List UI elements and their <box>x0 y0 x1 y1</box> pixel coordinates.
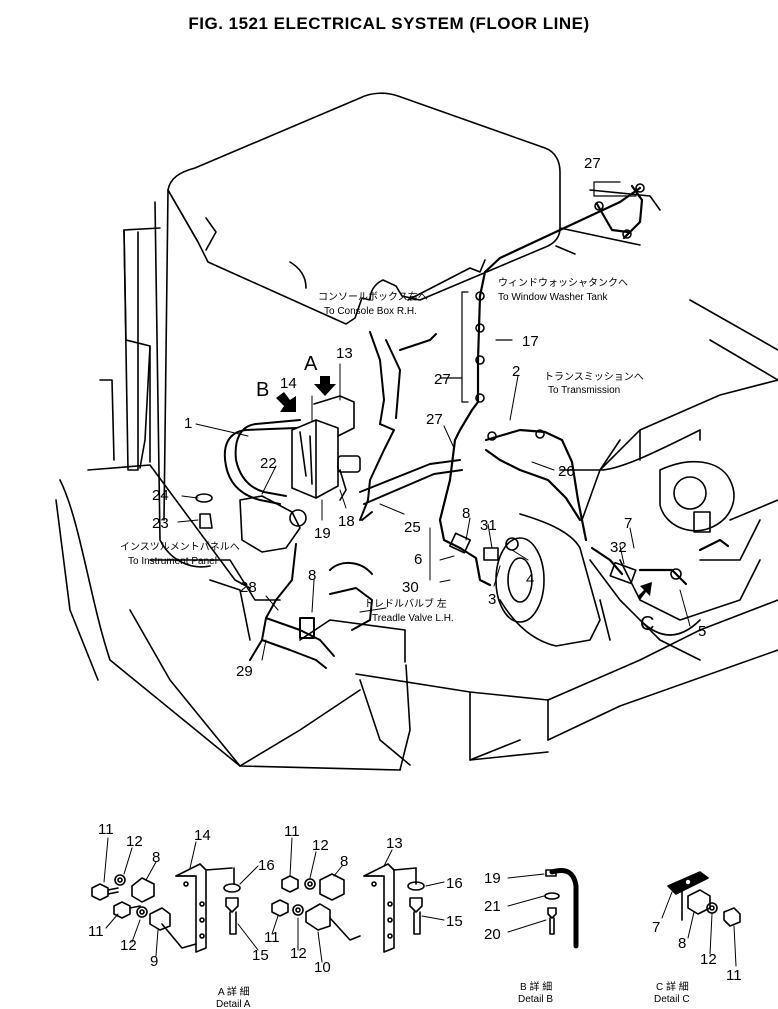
callout-25: 25 <box>404 519 421 536</box>
detail-a-right-16: 16 <box>446 875 463 892</box>
callout-28: 28 <box>240 579 257 596</box>
detail-a-right-13: 13 <box>386 835 403 852</box>
detail-leaders <box>103 837 737 967</box>
callout-18: 18 <box>338 513 355 530</box>
callout-3: 3 <box>488 591 496 608</box>
view-letters: A B C <box>256 353 654 635</box>
detail-a-caption-en: Detail A <box>216 999 251 1009</box>
detail-b-caption-jp: B 詳 細 <box>520 980 552 993</box>
detail-b-caption-en: Detail B <box>518 994 553 1005</box>
detail-c-11: 11 <box>726 967 742 984</box>
detail-b-21: 21 <box>484 898 501 915</box>
leader-lines <box>177 363 691 661</box>
detail-a-left-8: 8 <box>152 849 160 866</box>
trans-en-label: To Transmission <box>548 385 620 396</box>
callout-27-low: 27 <box>426 411 443 428</box>
trans-jp-label: トランスミッションへ <box>544 371 644 383</box>
callout-14: 14 <box>280 375 297 392</box>
callout-6: 6 <box>414 551 422 568</box>
treadle-jp-label: トレドルバルブ 左 <box>364 597 447 610</box>
callout-29: 29 <box>236 663 253 680</box>
harness-25 <box>359 459 463 521</box>
arrow-a-icon <box>314 376 336 396</box>
instr-en-label: To Instrument Panel <box>128 556 217 567</box>
arrow-c-icon <box>638 582 652 600</box>
console-en-label: To Console Box R.H. <box>324 306 417 317</box>
detail-a-right-11-bottom: 11 <box>264 929 280 946</box>
detail-a-left-11-bottom: 11 <box>88 923 104 940</box>
arrow-b-icon <box>276 392 296 412</box>
detail-a-left-11-top: 11 <box>98 821 114 838</box>
detail-captions: A 詳 細 Detail A B 詳 細 Detail B C 詳 細 Deta… <box>216 980 690 1009</box>
harness-clamps <box>475 183 645 441</box>
callout-27-top: 27 <box>584 155 601 172</box>
transmission-housing <box>495 299 778 661</box>
callout-2: 2 <box>512 363 520 380</box>
callout-30: 30 <box>402 579 419 596</box>
figure-title: FIG. 1521 ELECTRICAL SYSTEM (FLOOR LINE) <box>188 14 590 33</box>
annotations: コンソールボックス右へ To Console Box R.H. ウィンドウォッシ… <box>120 277 644 624</box>
callout-1: 1 <box>184 415 192 432</box>
instr-jp-label: インスツルメントパネルへ <box>120 541 240 553</box>
detail-b-parts <box>544 868 579 949</box>
detail-a-numbers: 11 12 8 14 16 11 12 9 15 11 12 8 13 16 1… <box>88 821 463 976</box>
detail-a-right-12-top: 12 <box>312 837 329 854</box>
callout-27-mid: 27 <box>434 371 451 388</box>
detail-a-right-parts <box>271 863 425 953</box>
detail-c-12: 12 <box>700 951 717 968</box>
view-arrows <box>276 376 652 600</box>
console-jp-label: コンソールボックス右へ <box>318 290 428 303</box>
detail-a-left-15: 15 <box>252 947 269 964</box>
detail-a-left-16: 16 <box>258 857 275 874</box>
callout-32: 32 <box>610 539 627 556</box>
detail-b-20: 20 <box>484 926 501 943</box>
detail-b-numbers: 19 21 20 <box>484 870 501 943</box>
detail-c-parts <box>667 871 741 927</box>
detail-c-caption-jp: C 詳 細 <box>656 980 689 993</box>
detail-c-8: 8 <box>678 935 686 952</box>
callout-4: 4 <box>526 571 534 588</box>
washer-en-label: To Window Washer Tank <box>498 292 608 303</box>
detail-a-right-11-top: 11 <box>284 823 300 840</box>
treadle-en-label: Treadle Valve L.H. <box>372 613 454 624</box>
detail-a-right-8: 8 <box>340 853 348 870</box>
callout-24: 24 <box>152 487 169 504</box>
bracket-22-area <box>195 493 307 553</box>
group-brackets <box>439 181 637 403</box>
detail-a-left-14: 14 <box>194 827 211 844</box>
callout-19: 19 <box>314 525 331 542</box>
detail-a-left-12-bottom: 12 <box>120 937 137 954</box>
detail-c-caption-en: Detail C <box>654 994 690 1005</box>
callout-26: 26 <box>558 463 575 480</box>
callout-8-left: 8 <box>308 567 316 584</box>
sender-group <box>448 511 711 585</box>
detail-a-caption-jp: A 詳 細 <box>218 985 250 998</box>
callout-31: 31 <box>480 517 497 534</box>
callout-13: 13 <box>336 345 353 362</box>
callout-5: 5 <box>698 623 706 640</box>
detail-a-left-12-top: 12 <box>126 833 143 850</box>
view-letter-a: A <box>304 353 318 375</box>
callout-8-main: 8 <box>462 505 470 522</box>
detail-a-right-15: 15 <box>446 913 463 930</box>
callout-numbers: 1 2 3 4 5 6 7 8 8 13 14 17 18 19 22 23 2… <box>152 155 706 680</box>
callout-17: 17 <box>522 333 539 350</box>
callout-7: 7 <box>624 515 632 532</box>
detail-a-left-parts <box>91 863 241 953</box>
washer-jp-label: ウィンドウォッシャタンクへ <box>498 277 628 289</box>
floor-frame <box>55 464 778 771</box>
detail-c-7: 7 <box>652 919 660 936</box>
callout-22: 22 <box>260 455 277 472</box>
detail-a-right-12-bottom: 12 <box>290 945 307 962</box>
callout-23: 23 <box>152 515 169 532</box>
detail-a-right-10: 10 <box>314 959 331 976</box>
detail-a-left-9: 9 <box>150 953 158 970</box>
harness-28-29 <box>249 543 373 669</box>
view-letter-b: B <box>256 379 269 401</box>
detail-c-numbers: 7 8 12 11 <box>652 919 742 984</box>
switch-bracket-assembly <box>291 395 361 501</box>
view-letter-c: C <box>640 613 654 635</box>
detail-b-19: 19 <box>484 870 501 887</box>
